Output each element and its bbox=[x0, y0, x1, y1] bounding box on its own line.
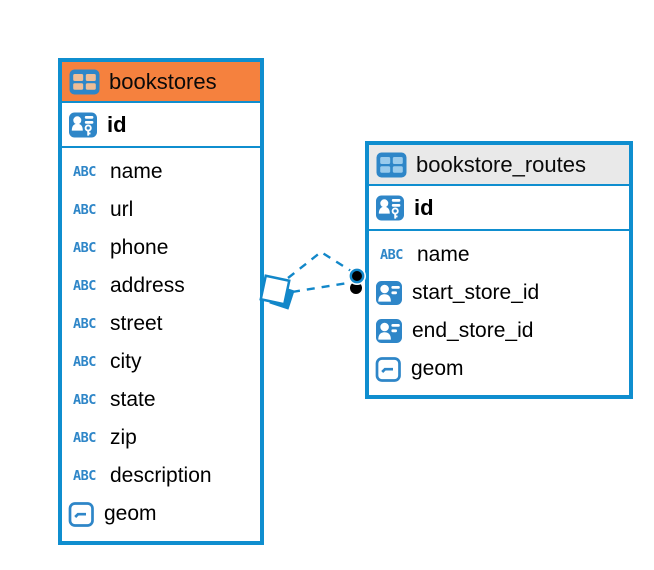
column-row[interactable]: geom bbox=[375, 350, 629, 388]
relationship-line-1[interactable] bbox=[287, 250, 352, 279]
column-name: name bbox=[110, 160, 163, 183]
column-name: city bbox=[110, 350, 142, 373]
varchar-icon: ABC bbox=[73, 354, 96, 370]
column-name: state bbox=[110, 388, 156, 411]
entity-table-bookstores[interactable]: bookstores id ABC name ABC url ABC phone bbox=[58, 58, 264, 545]
key-column-row[interactable]: id bbox=[62, 103, 260, 148]
column-name: id bbox=[107, 111, 127, 137]
key-column-row[interactable]: id bbox=[369, 186, 629, 231]
column-row[interactable]: ABC address bbox=[68, 267, 260, 305]
column-name: geom bbox=[411, 357, 464, 380]
relationship-dot-upper bbox=[349, 268, 365, 284]
column-row[interactable]: ABC zip bbox=[68, 419, 260, 457]
varchar-icon: ABC bbox=[73, 240, 96, 256]
table-title: bookstores bbox=[109, 68, 217, 94]
column-name: address bbox=[110, 274, 185, 297]
primary-key-icon bbox=[376, 195, 404, 220]
column-name: id bbox=[414, 194, 434, 220]
many-end-diamond-marker[interactable] bbox=[259, 274, 295, 310]
varchar-icon: ABC bbox=[73, 202, 96, 218]
column-name: start_store_id bbox=[412, 281, 540, 304]
geometry-icon bbox=[375, 356, 401, 382]
table-header[interactable]: bookstore_routes bbox=[369, 145, 629, 186]
key-columns-section: id bbox=[369, 186, 629, 231]
column-name: end_store_id bbox=[412, 319, 534, 342]
column-row[interactable]: ABC phone bbox=[68, 229, 260, 267]
column-row[interactable]: ABC name bbox=[375, 236, 629, 274]
column-row[interactable]: start_store_id bbox=[375, 274, 629, 312]
column-name: geom bbox=[104, 502, 157, 525]
geometry-icon bbox=[68, 501, 94, 527]
column-row[interactable]: ABC name bbox=[68, 153, 260, 191]
table-icon bbox=[376, 152, 407, 177]
varchar-icon: ABC bbox=[73, 430, 96, 446]
primary-key-icon bbox=[69, 112, 97, 137]
column-name: street bbox=[110, 312, 163, 335]
varchar-icon: ABC bbox=[73, 278, 96, 294]
relationship-line-2[interactable] bbox=[291, 281, 349, 294]
entity-table-bookstore-routes[interactable]: bookstore_routes id ABC name bbox=[365, 141, 633, 399]
table-icon bbox=[69, 69, 100, 94]
column-name: description bbox=[110, 464, 212, 487]
column-row[interactable]: ABC url bbox=[68, 191, 260, 229]
reference-icon bbox=[376, 319, 402, 343]
table-title: bookstore_routes bbox=[416, 151, 586, 177]
column-row[interactable]: geom bbox=[68, 495, 260, 533]
columns-section: ABC name start_store_id end_store_id bbox=[369, 231, 629, 388]
column-row[interactable]: ABC description bbox=[68, 457, 260, 495]
varchar-icon: ABC bbox=[73, 164, 96, 180]
table-header[interactable]: bookstores bbox=[62, 62, 260, 103]
column-name: zip bbox=[110, 426, 137, 449]
varchar-icon: ABC bbox=[380, 247, 403, 263]
column-name: name bbox=[417, 243, 470, 266]
column-row[interactable]: end_store_id bbox=[375, 312, 629, 350]
column-name: phone bbox=[110, 236, 169, 259]
one-end-dot-markers[interactable] bbox=[348, 267, 366, 294]
relationship-dot-lower bbox=[350, 282, 362, 294]
column-row[interactable]: ABC street bbox=[68, 305, 260, 343]
key-columns-section: id bbox=[62, 103, 260, 148]
column-name: url bbox=[110, 198, 134, 221]
column-row[interactable]: ABC state bbox=[68, 381, 260, 419]
column-row[interactable]: ABC city bbox=[68, 343, 260, 381]
columns-section: ABC name ABC url ABC phone ABC address A… bbox=[62, 148, 260, 533]
varchar-icon: ABC bbox=[73, 316, 96, 332]
varchar-icon: ABC bbox=[73, 392, 96, 408]
reference-icon bbox=[376, 281, 402, 305]
varchar-icon: ABC bbox=[73, 468, 96, 484]
